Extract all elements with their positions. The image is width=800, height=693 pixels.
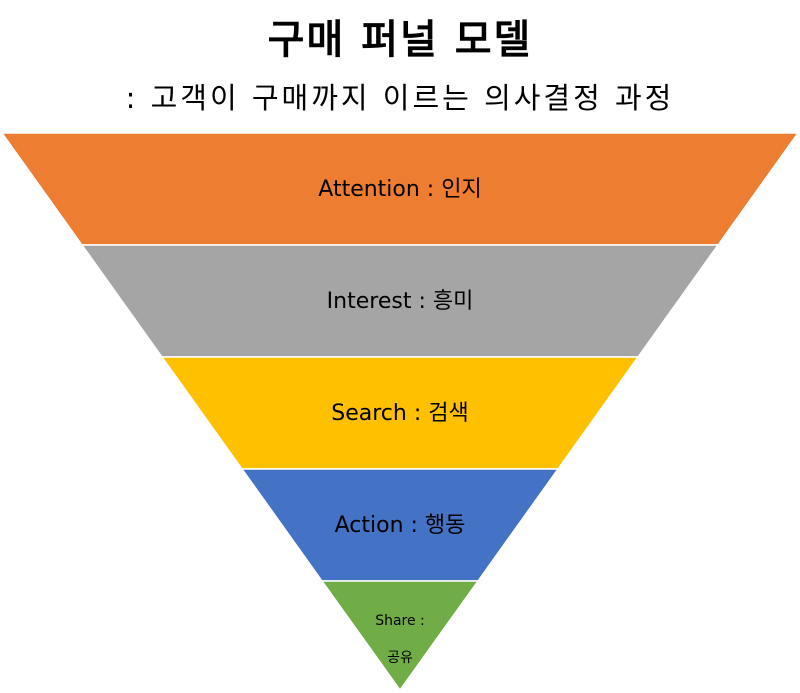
funnel-stage-share — [320, 580, 480, 692]
funnel-label-interest: Interest : 흥미 — [327, 289, 474, 314]
funnel-label-action: Action : 행동 — [335, 513, 466, 538]
funnel-label-search: Search : 검색 — [331, 401, 468, 426]
funnel-label-attention: Attention : 인지 — [318, 177, 481, 202]
page-subtitle: : 고객이 구매까지 이르는 의사결정 과정 — [125, 81, 675, 115]
funnel-label-share-line2: 공유 — [387, 650, 413, 666]
funnel-label-share-line1: Share : — [375, 613, 425, 629]
page-title: 구매 퍼널 모델 — [267, 17, 533, 63]
